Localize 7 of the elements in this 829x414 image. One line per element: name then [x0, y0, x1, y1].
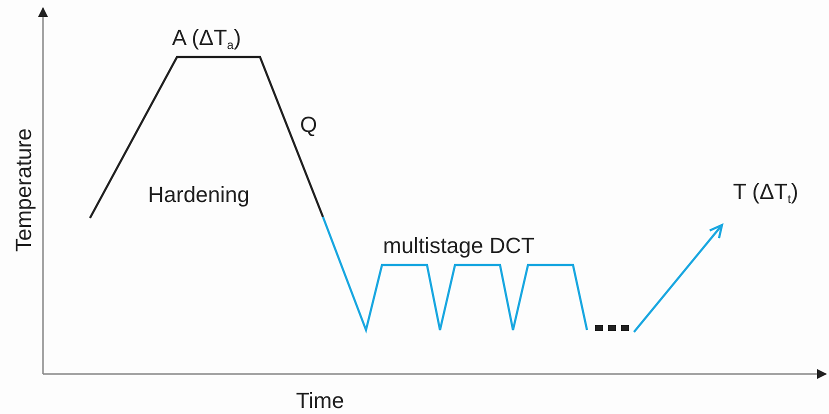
tempering-label: T (ΔT$_{t}$)	[733, 181, 798, 205]
y-axis-title: Temperature	[12, 128, 35, 252]
x-axis-title: Time	[296, 390, 344, 412]
quenching-label: Q	[300, 114, 318, 136]
hardening-label: Hardening	[148, 184, 250, 206]
dct-label: multistage DCT	[383, 235, 535, 257]
austenitizing-label: A (ΔT$_{a}$)	[172, 27, 242, 51]
